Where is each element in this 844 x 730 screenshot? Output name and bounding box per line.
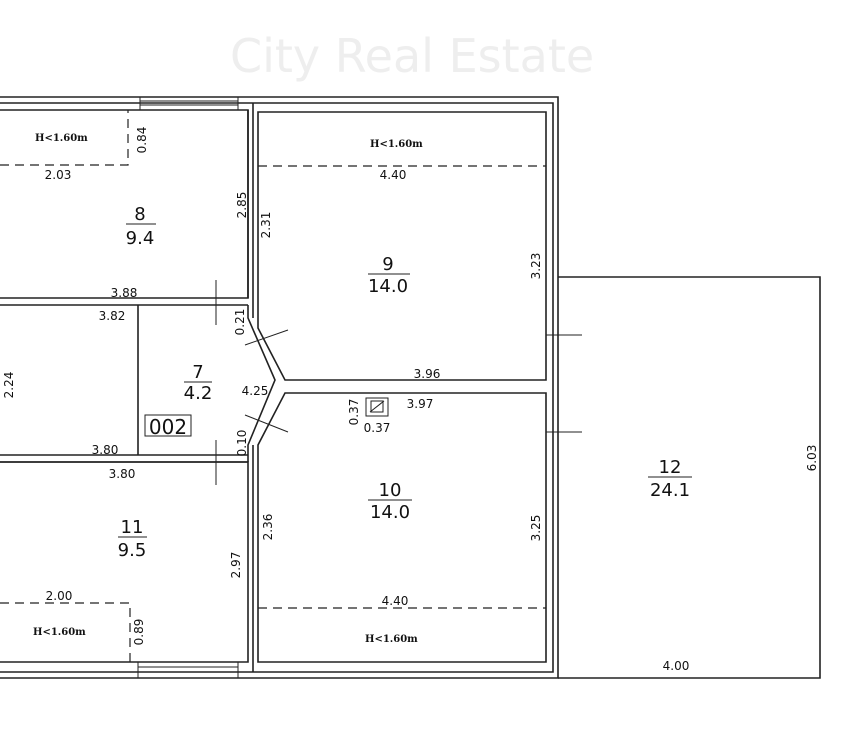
unit-code-box — [144, 414, 192, 437]
low-ceiling-labels: H<1.60m H<1.60m H<1.60m H<1.60m — [33, 133, 423, 645]
room-7-number: 7 — [192, 362, 203, 383]
dimension-label: 3.88 — [111, 286, 138, 300]
dimensions: 0.84 2.03 2.85 2.31 4.40 3.23 3.88 3.82 … — [2, 127, 819, 673]
dimension-label: 2.31 — [259, 212, 273, 239]
room-7-area: 4.2 — [184, 383, 213, 404]
dimension-label: 0.37 — [347, 399, 361, 426]
dimension-label: 2.36 — [261, 514, 275, 541]
dimension-label: 4.00 — [663, 659, 690, 673]
low-ceiling-label: H<1.60m — [365, 634, 418, 645]
dimension-label: 3.82 — [99, 309, 126, 323]
dimension-label: 4.40 — [380, 168, 407, 182]
dimension-label: 3.25 — [529, 515, 543, 542]
room-11-number: 11 — [121, 517, 144, 538]
dimension-label: 0.10 — [235, 430, 249, 457]
dimension-label: 2.97 — [229, 552, 243, 579]
low-ceiling-label: H<1.60m — [370, 139, 423, 150]
low-ceiling-label: H<1.60m — [35, 133, 88, 144]
unit-code: 002 — [149, 415, 187, 439]
dimension-label: 4.25 — [242, 384, 269, 398]
watermark: City Real Estate — [230, 29, 594, 83]
dimension-label: 6.03 — [805, 445, 819, 472]
dimension-label: 2.00 — [46, 589, 73, 603]
room-11-area: 9.5 — [118, 540, 147, 561]
room-10-area: 14.0 — [370, 502, 410, 523]
dimension-label: 4.40 — [382, 594, 409, 608]
walls — [0, 96, 821, 679]
room-12-area: 24.1 — [650, 480, 690, 501]
dimension-label: 0.21 — [233, 309, 247, 336]
room-9-area: 14.0 — [368, 276, 408, 297]
dimension-label: 0.89 — [132, 619, 146, 646]
room-8-area: 9.4 — [126, 228, 155, 249]
room-12-number: 12 — [659, 457, 682, 478]
low-ceiling-label: H<1.60m — [33, 627, 86, 638]
room-labels: 8 9.4 9 14.0 7 4.2 10 14.0 11 9.5 12 24.… — [118, 204, 692, 561]
ventilation-shaft — [365, 397, 389, 417]
windows — [137, 97, 239, 678]
dimension-label: 3.23 — [529, 253, 543, 280]
dimension-label: 0.84 — [135, 127, 149, 154]
dimension-label: 0.37 — [364, 421, 391, 435]
dimension-label: 2.85 — [235, 192, 249, 219]
dimension-label: 3.80 — [92, 443, 119, 457]
dimension-label: 3.80 — [109, 467, 136, 481]
dimension-label: 3.97 — [407, 397, 434, 411]
room-8-number: 8 — [134, 204, 145, 225]
low-ceiling-lines — [0, 110, 546, 662]
dimension-label: 2.24 — [2, 372, 16, 399]
dimension-label: 3.96 — [414, 367, 441, 381]
door-marks — [215, 280, 582, 485]
dimension-label: 2.03 — [45, 168, 72, 182]
room-10-number: 10 — [379, 480, 402, 501]
room-9-number: 9 — [382, 254, 393, 275]
